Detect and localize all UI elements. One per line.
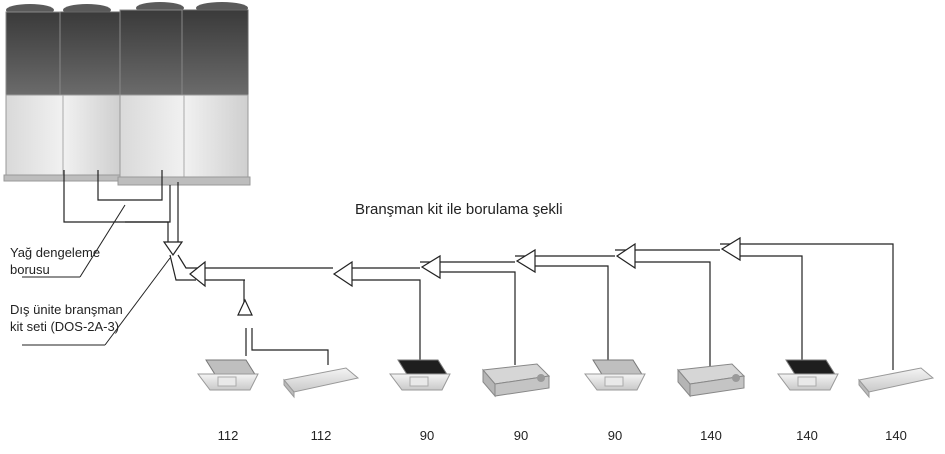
indoor-unit-duct	[677, 363, 746, 398]
indoor-unit-cassette	[584, 359, 646, 391]
outdoor-unit-right	[117, 2, 251, 186]
outdoor-unit-left	[3, 4, 123, 182]
indoor-unit-capacity: 90	[419, 428, 435, 443]
indoor-units	[197, 359, 935, 399]
oil-pipe-label-line1: Yağ dengeleme	[10, 245, 101, 260]
indoor-unit-ceiling	[858, 367, 935, 399]
branch-kit-label-line2: kit seti (DOS-2A-3)	[10, 319, 120, 334]
indoor-unit-capacity: 112	[310, 428, 332, 443]
indoor-unit-cassette-dark	[777, 359, 839, 391]
indoor-unit-capacity: 140	[700, 428, 722, 443]
indoor-unit-ceiling	[283, 367, 360, 399]
leader-lines	[22, 204, 171, 346]
oil-pipe-label-line2: borusu	[10, 262, 50, 277]
indoor-unit-capacity: 140	[885, 428, 907, 443]
branch-kit-label-line1: Dış ünite branşman	[10, 302, 123, 317]
indoor-unit-capacity: 112	[217, 428, 239, 443]
piping	[63, 170, 894, 370]
indoor-unit-cassette-dark	[389, 359, 451, 391]
indoor-unit-cassette	[197, 359, 259, 391]
indoor-unit-duct	[482, 363, 551, 398]
branch-kits	[162, 236, 741, 316]
indoor-unit-capacity: 90	[607, 428, 623, 443]
indoor-unit-capacity: 90	[513, 428, 529, 443]
indoor-unit-capacity: 140	[796, 428, 818, 443]
diagram-title: Branşman kit ile borulama şekli	[355, 201, 563, 218]
